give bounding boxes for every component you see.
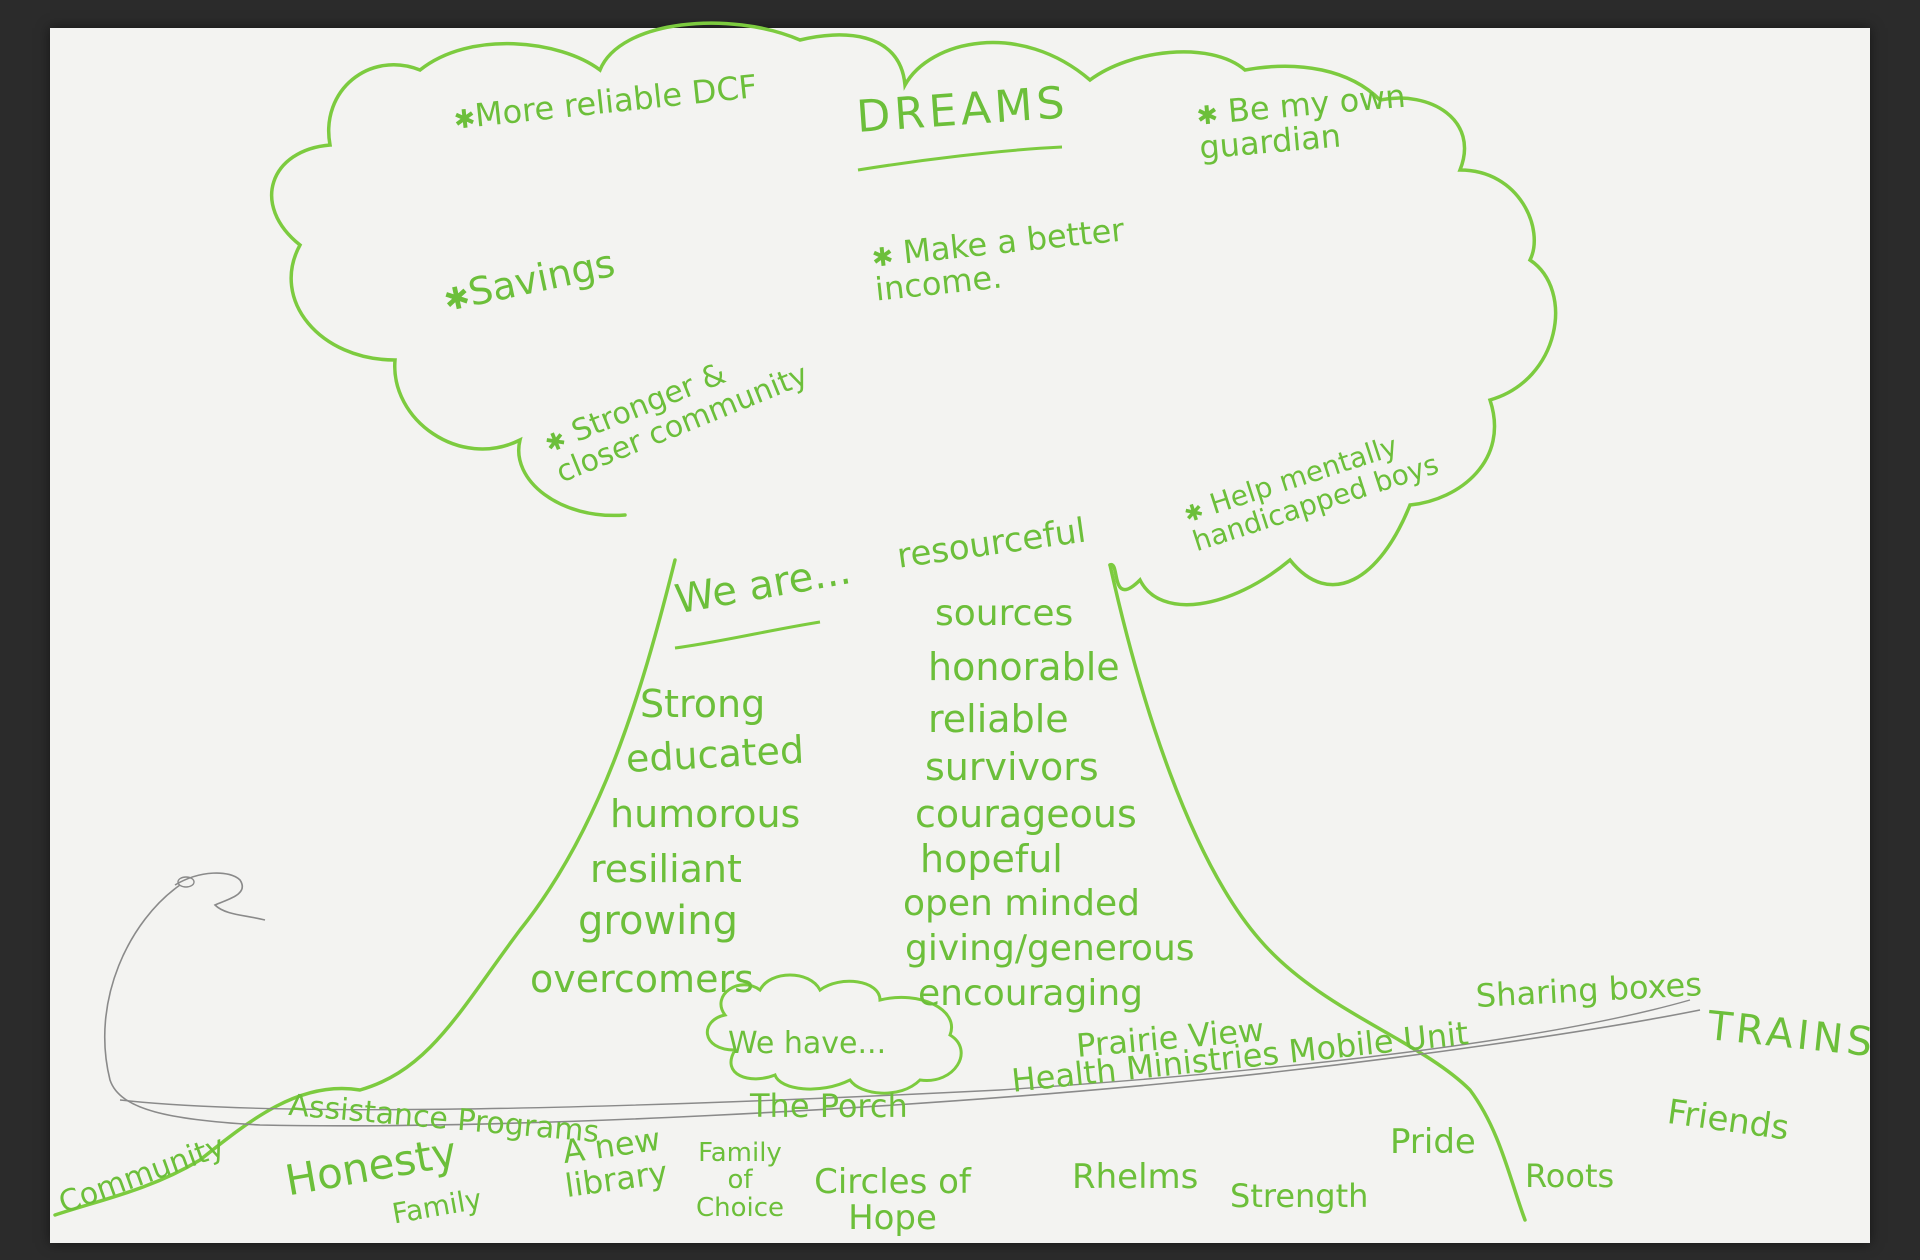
train-sketch-lower	[119, 999, 1691, 1111]
we-are-right-item: survivors	[925, 745, 1099, 789]
tree-canopy	[270, 21, 1558, 607]
we-are-left-item: resiliant	[590, 847, 742, 891]
we-are-left-item: humorous	[610, 792, 801, 836]
we-have-item: Strength	[1230, 1177, 1369, 1215]
dreams-underline	[857, 145, 1063, 172]
we-are-underline	[674, 620, 821, 650]
we-are-right-item: hopeful	[920, 837, 1063, 881]
we-have-item: Circles of Hope	[814, 1162, 971, 1238]
train-eye-sketch	[177, 876, 195, 888]
we-are-left-item: growing	[578, 898, 738, 944]
train-head-sketch	[174, 872, 266, 921]
we-are-right-item: reliable	[928, 697, 1069, 741]
we-are-right-item: courageous	[915, 792, 1137, 836]
we-have-item: Pride	[1390, 1122, 1476, 1162]
we-are-right-item: encouraging	[918, 973, 1143, 1014]
tree-trunk-right	[1108, 563, 1527, 1222]
we-are-left-item: overcomers	[530, 957, 754, 1001]
we-have-heading: We have...	[728, 1026, 887, 1061]
we-are-left-item: Strong	[640, 682, 766, 726]
we-have-cloud	[706, 973, 963, 1095]
we-have-item: Roots	[1525, 1157, 1615, 1195]
we-are-right-item: sources	[935, 593, 1074, 634]
we-have-item: Rhelms	[1072, 1157, 1199, 1197]
we-have-item: Family of Choice	[695, 1138, 785, 1223]
we-are-right-item: honorable	[928, 645, 1120, 689]
we-have-item: The Porch	[750, 1087, 908, 1125]
we-are-left-item: educated	[624, 727, 806, 781]
we-are-right-item: open minded	[903, 883, 1141, 924]
we-are-right-item: giving/generous	[905, 928, 1195, 969]
tree-trunk-left	[53, 558, 677, 1217]
train-sketch	[103, 884, 1701, 1127]
